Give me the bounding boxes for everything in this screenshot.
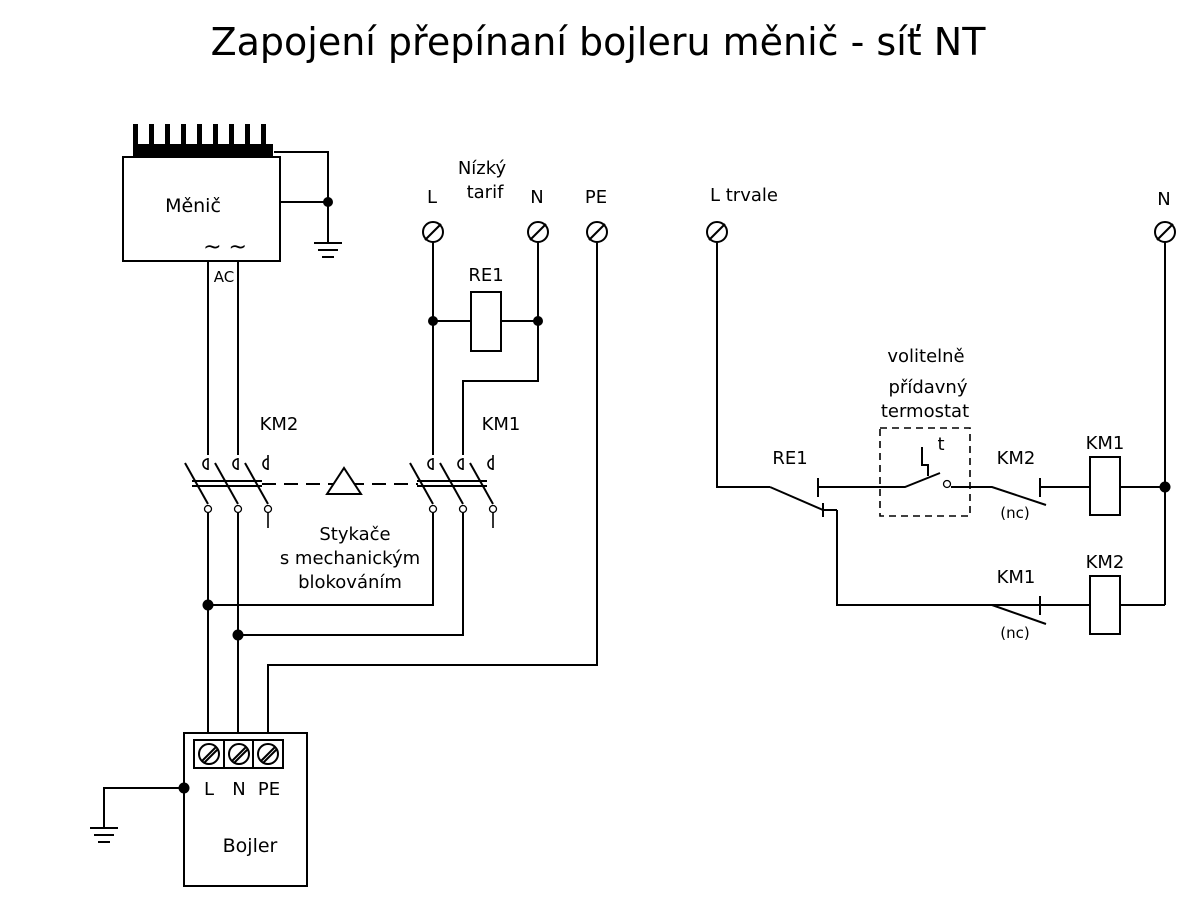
terminal-l-trvale [706,221,728,243]
boiler-label: Bojler [223,835,278,857]
km1-coil-label: KM1 [1086,433,1125,454]
inverter-box [122,156,281,262]
re1-coil-label: RE1 [468,265,503,286]
boiler-pe-label: PE [258,779,280,800]
km2-nc-contact [970,478,1090,506]
optional-label-line1: volitelně [887,346,964,367]
inverter-ground [274,151,342,258]
terminal-n-right [1154,221,1176,243]
km2-top-label: KM2 [260,414,299,435]
boiler-block: L N PE Bojler [183,732,308,887]
wire-km1-n [238,513,464,636]
nc2-label: (nc) [1000,624,1029,642]
nc1-label: (nc) [1000,504,1029,522]
interlock-triangle-icon [325,466,363,495]
km1-nc-contact [991,596,1090,625]
pe-label: PE [585,187,607,208]
km2-coil [1089,575,1121,635]
optional-label-line3: termostat [881,401,969,422]
screw-terminal-icon [198,743,279,765]
km1-top-label: KM1 [482,414,521,435]
re1-coil [470,291,502,352]
re1-contact-label: RE1 [772,448,807,469]
wire-km1-l [208,513,434,606]
km1-contact-label: KM1 [997,567,1036,588]
boiler-l-label: L [204,779,214,800]
wire-nt-n [462,242,539,455]
terminal-nt-l [422,221,444,243]
ac-label: AC [214,268,234,286]
km2-coil-label: KM2 [1086,552,1125,573]
km1-contactor [409,455,498,528]
km1-coil [1089,456,1121,516]
km2-contact-label: KM2 [997,448,1036,469]
ground-icon [90,827,118,843]
mechanical-interlock [262,466,418,495]
ac-symbol: ~ ~ [203,235,247,260]
inverter-block: Měnič ~ ~ AC [122,124,281,286]
wire-l-trvale [716,242,770,488]
heatsink-icon [133,124,273,156]
nt-l-label: L [427,187,437,208]
thermostat: t [879,427,971,517]
nt-label-line1: Nízký [458,158,507,179]
terminal-nt-n [527,221,549,243]
contactors-label-line1: Stykače [319,524,390,545]
diagram-title: Zapojení přepínaní bojleru měnič - síť N… [211,20,987,64]
wire-pe [267,242,598,740]
thermostat-t-label: t [937,434,944,455]
inverter-label: Měnič [165,195,221,217]
contactors-label-line2: s mechanickým [280,548,420,569]
km2-contactor [184,455,273,528]
n-right-label: N [1157,189,1170,210]
boiler-n-label: N [232,779,245,800]
contactors-label-line3: blokováním [298,572,402,593]
terminal-pe [586,221,608,243]
nt-label-line2: tarif [467,182,504,203]
re1-changeover-contact [769,478,1040,606]
ground-icon [314,242,342,258]
l-trvale-label: L trvale [710,185,778,206]
nt-n-label: N [530,187,543,208]
optional-label-line2: přídavný [889,377,968,398]
boiler-ground [90,782,190,843]
